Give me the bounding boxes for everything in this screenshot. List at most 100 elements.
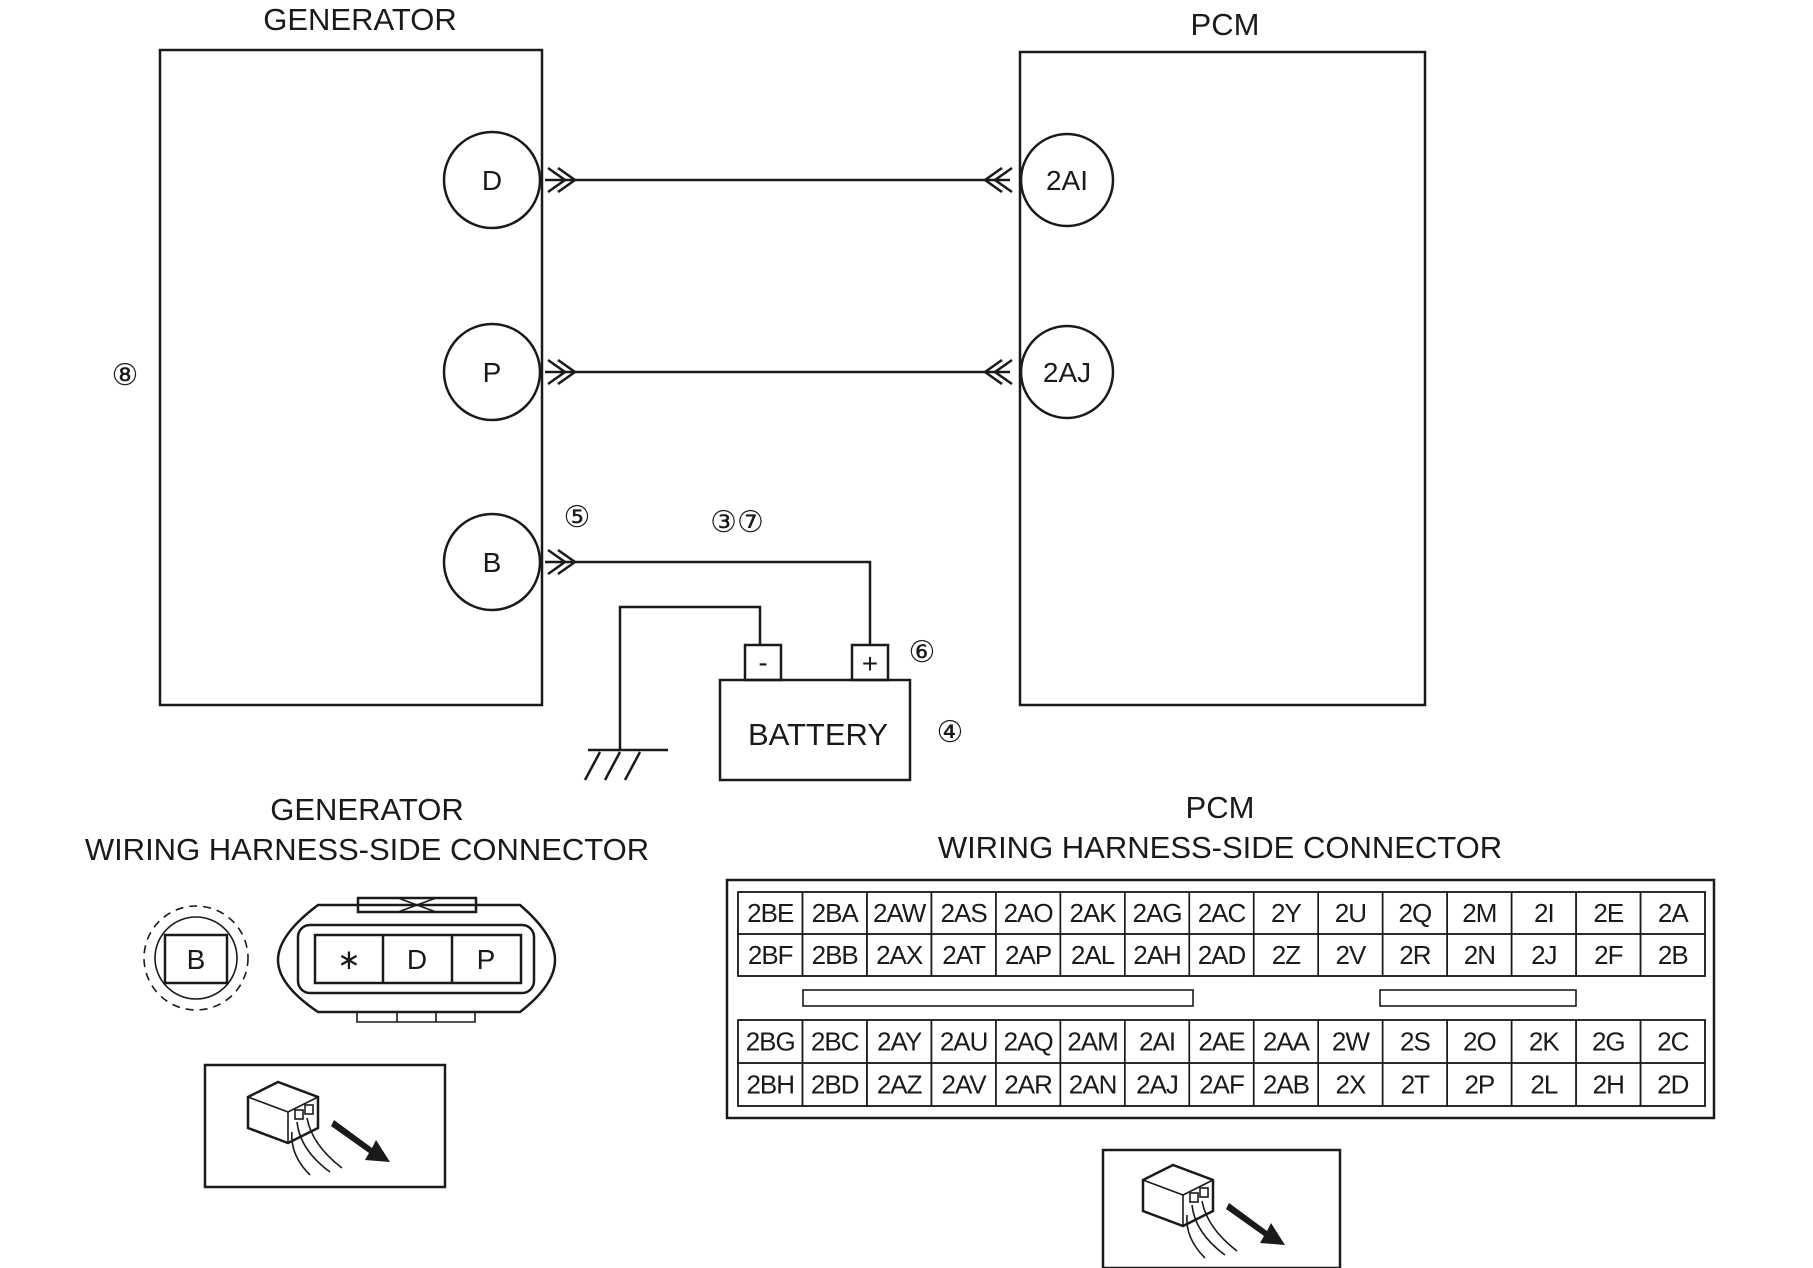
- pcm-pin-label: 2AZ: [877, 1070, 923, 1100]
- pcm-pin-label: 2BF: [748, 940, 793, 970]
- pcm-pin-label: 2D: [1657, 1070, 1688, 1100]
- gen-view-icon-frame: [203, 1063, 447, 1189]
- battery-neg-terminal: [743, 643, 783, 682]
- pcm-pin-label: 2BD: [811, 1070, 859, 1100]
- pcm-pin-label: 2H: [1593, 1070, 1624, 1100]
- connector-inner: [296, 923, 536, 995]
- pcm-pin-label: 2E: [1593, 898, 1623, 928]
- pcm-pin-label: 2AD: [1198, 940, 1246, 970]
- battery-pos-terminal: [850, 643, 890, 682]
- pcm-pin-label: 2AP: [1005, 940, 1051, 970]
- pcm-pin-label: 2I: [1534, 898, 1554, 928]
- pcm-connector-outline: [725, 878, 1716, 1120]
- gen-connector-title-1: GENERATOR: [270, 792, 464, 827]
- b-terminal-outline: [143, 905, 249, 1011]
- pcm-pin-label: 2W: [1332, 1027, 1370, 1057]
- pcm-pin-label: 2A: [1658, 898, 1689, 928]
- battery-neg-sign: -: [758, 647, 767, 678]
- connector-pin-p: P: [477, 944, 496, 975]
- generator-block: GENERATOR ⑧ D P B: [112, 2, 544, 707]
- pcm-connector-key-left: [802, 989, 1194, 1007]
- pcm-view-arrow-icon: [1226, 1203, 1285, 1245]
- pcm-pin-label: 2AU: [940, 1027, 988, 1057]
- connector-chevron-b: [547, 548, 578, 576]
- generator-pin-d-circle: [442, 130, 542, 230]
- callout-harness: ③⑦: [710, 506, 764, 539]
- wire-b-battery: [545, 560, 872, 645]
- generator-pin-d: D: [482, 165, 502, 196]
- generator-pin-p-circle: [442, 322, 542, 422]
- pcm-pin-label: 2AH: [1133, 940, 1181, 970]
- pcm-pin-label: 2J: [1531, 940, 1556, 970]
- generator-pin-b: B: [483, 547, 502, 578]
- pcm-pin-2aj-circle: [1019, 324, 1115, 420]
- generator-box: [158, 48, 544, 707]
- pcm-pin-label: 2BG: [746, 1027, 795, 1057]
- pcm-view-icon-frame: [1101, 1148, 1342, 1268]
- pcm-pin-label: 2C: [1657, 1027, 1688, 1057]
- b-terminal-box: [163, 933, 229, 985]
- pcm-pin-label: 2BH: [746, 1070, 794, 1100]
- pcm-pin-label: 2M: [1462, 898, 1496, 928]
- pcm-pin-label: 2AX: [876, 940, 923, 970]
- generator-title: GENERATOR: [263, 2, 457, 37]
- view-arrow-icon: [331, 1120, 390, 1162]
- pcm-pin-label: 2N: [1464, 940, 1495, 970]
- connector-housing: [276, 903, 557, 1014]
- harness-connector-icon: [246, 1080, 390, 1176]
- ground-symbol: [583, 748, 668, 781]
- pcm-pin-label: 2AB: [1263, 1070, 1309, 1100]
- pcm-pin-label: 2AA: [1263, 1027, 1311, 1057]
- connector-chevron-p: [547, 358, 578, 386]
- connector-pin-d: D: [407, 944, 427, 975]
- pcm-pin-label: 2AO: [1004, 898, 1053, 928]
- connector-chevron-d: [547, 166, 578, 194]
- callout-generator: ⑧: [112, 359, 139, 392]
- pcm-box: [1018, 50, 1427, 707]
- battery-label: BATTERY: [748, 717, 888, 752]
- pcm-harness-connector-icon: [1141, 1163, 1285, 1259]
- gen-connector-title-2: WIRING HARNESS-SIDE CONNECTOR: [85, 832, 649, 867]
- pcm-pin-label: 2BC: [811, 1027, 859, 1057]
- connector-chevron-2ai: [982, 166, 1013, 194]
- pcm-pin-2ai: 2AI: [1046, 165, 1088, 196]
- b-terminal-label: B: [187, 944, 206, 975]
- callout-battery-pos: ⑥: [909, 636, 936, 669]
- pcm-pin-label: 2P: [1464, 1070, 1494, 1100]
- pcm-pin-label: 2AE: [1198, 1027, 1245, 1057]
- pcm-pin-label: 2Z: [1272, 940, 1301, 970]
- generator-pin-b-circle: [442, 512, 542, 612]
- pcm-pin-cell: [1639, 1062, 1706, 1107]
- connector-chevron-2aj: [982, 358, 1013, 386]
- callout-battery: ④: [937, 716, 964, 749]
- pcm-pin-label: 2AI: [1139, 1027, 1175, 1057]
- pcm-pin-2ai-circle: [1019, 132, 1115, 228]
- pcm-pin-label: 2AQ: [1004, 1027, 1053, 1057]
- pcm-pin-label: 2T: [1401, 1070, 1430, 1100]
- pcm-title: PCM: [1191, 7, 1260, 42]
- pcm-pin-label: 2AN: [1069, 1070, 1117, 1100]
- pcm-block: PCM 2AI 2AJ: [1018, 7, 1427, 707]
- pcm-pin-label: 2AW: [873, 898, 927, 928]
- pcm-pin-label: 2AS: [941, 898, 988, 928]
- generator-connector-view: GENERATOR WIRING HARNESS-SIDE CONNECTOR …: [85, 792, 649, 1189]
- pcm-pin-label: 2AT: [942, 940, 986, 970]
- pcm-pin-label: 2AC: [1198, 898, 1246, 928]
- pcm-pin-label: 2B: [1658, 940, 1688, 970]
- pcm-pin-label: 2AM: [1067, 1027, 1117, 1057]
- pcm-pin-label: 2O: [1463, 1027, 1496, 1057]
- pcm-pin-label: 2BB: [812, 940, 858, 970]
- pcm-pin-label: 2X: [1336, 1070, 1366, 1100]
- pcm-pin-label: 2L: [1530, 1070, 1557, 1100]
- pcm-connector-key-right: [1379, 989, 1577, 1007]
- pcm-pin-label: 2V: [1336, 940, 1367, 970]
- pcm-connector-title-2: WIRING HARNESS-SIDE CONNECTOR: [938, 830, 1502, 865]
- connector-pin-blank: ∗: [337, 944, 360, 975]
- pcm-pin-label: 2AJ: [1136, 1070, 1178, 1100]
- pcm-pin-label: 2AF: [1199, 1070, 1244, 1100]
- pcm-pin-label: 2AG: [1133, 898, 1182, 928]
- pcm-pin-label: 2BA: [812, 898, 860, 928]
